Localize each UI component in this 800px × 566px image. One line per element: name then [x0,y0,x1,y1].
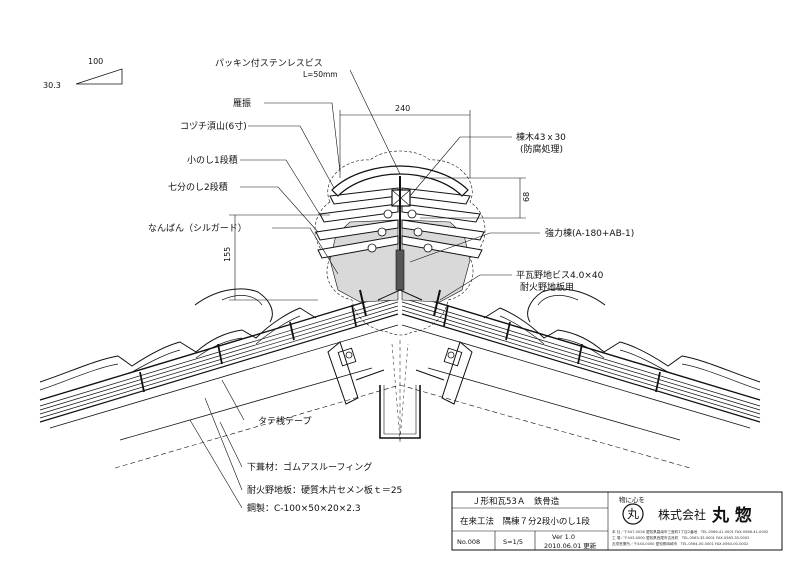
label-konoshi: 小のし1段積 [187,154,238,166]
steel-c-channel [327,340,473,444]
label-packing-stainless-screw: パッキン付ステンレスビス [215,58,323,69]
company-address-3: 瓦栄営業所／〒444-0000 愛知県岡崎市 TEL.0564-00-0001 … [612,541,748,546]
drawing-version: Ver 1.0 [552,533,575,541]
title-row-2: 在来工法 隅棟７分2段小のし1段 [460,516,590,527]
company-name: 丸 惣 [711,505,752,526]
roof-right [399,288,761,469]
drawing-date: 2010.06.01 更新 [544,541,597,550]
company-address-2: 工 場／〒443-0000 愛知県西尾市吉良町 TEL.0563-35-0001… [612,535,749,540]
label-fireproof-use: 耐火野地板用 [520,281,574,293]
label-nanban: なんばん（シルガード） [148,223,247,234]
ridge-assembly [314,150,486,336]
label-ridge-timber: 棟木43ｘ30 [516,131,566,143]
drawing-number: No.008 [457,538,480,546]
label-strong-ridge: 強力棟(A-180+AB-1) [545,227,634,239]
drawing-scale: S=1/5 [503,538,523,546]
label-ridge-timber-note: (防腐処理) [520,143,563,155]
label-tatesan-tape: タテ桟テープ [258,415,311,427]
label-underlayment: 下葺材：ゴムアスルーフィング [247,461,372,473]
company-address-1: 本 社／〒447-0026 愛知県碧南市三度町1丁目2番地 TEL.0566-4… [612,529,768,534]
title-row-1: Ｊ形和瓦53Ａ 鉄骨造 [472,496,560,507]
label-steel-member: 鋼製：C-100×50×20×2.3 [247,502,361,514]
label-ganburi: 雁振 [233,97,251,109]
label-shichibu-noshi: 七分のし2段積 [168,181,228,193]
roof-left [39,288,401,469]
company-seal: 丸 [627,507,639,521]
label-fireproof-board: 耐火野地板：硬質木片セメン板ｔ＝25 [247,484,402,496]
slope-rise: 30.3 [43,81,61,90]
label-kozuchi: コヅチ湏山(6寸) [180,120,247,132]
leader-lines [189,69,540,509]
label-screw-length: L=50mm [303,70,338,79]
slope-run: 100 [88,57,103,66]
company-motto: 物に心を [619,495,645,504]
slope-indicator: 100 30.3 [43,57,123,90]
label-flat-tile-screw: 平瓦野地ビス4.0×40 [516,269,604,281]
dimension-155: 155 [223,247,232,262]
dimension-240: 240 [395,104,410,113]
dimension-68: 68 [522,192,531,202]
company-prefix: 株式会社 [658,507,706,522]
title-block [451,491,783,551]
dimension-lines [229,110,526,301]
